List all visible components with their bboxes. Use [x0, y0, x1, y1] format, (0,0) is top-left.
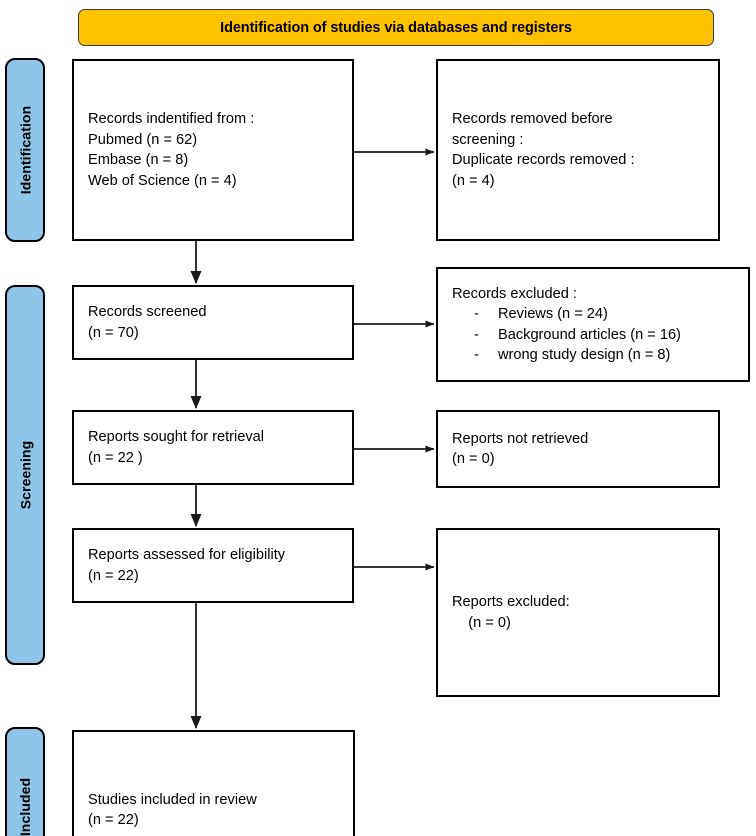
box-line: Reports excluded: — [452, 594, 570, 610]
exclusion-item-label: Background articles (n = 16) — [498, 326, 681, 343]
dash-bullet: - — [474, 347, 479, 363]
box-line: (n = 0) — [452, 451, 495, 467]
stage-label-screening: Screening — [17, 440, 33, 510]
box-line: Embase (n = 8) — [88, 152, 189, 168]
box-records-screened: Records screened (n = 70) — [72, 285, 354, 360]
banner-identification-header: Identification of studies via databases … — [78, 9, 714, 46]
stage-bar-included: Included — [5, 727, 45, 836]
box-reports-sought-for-retrieval: Reports sought for retrieval (n = 22 ) — [72, 410, 354, 485]
banner-title: Identification of studies via databases … — [220, 19, 572, 36]
box-records-excluded: Records excluded : - Reviews (n = 24) - … — [436, 267, 750, 382]
box-line: Pubmed (n = 62) — [88, 131, 198, 148]
box-line: Duplicate records removed : — [452, 152, 635, 168]
box-line: (n = 4) — [452, 172, 495, 189]
box-line: (n = 70) — [88, 324, 139, 341]
box-line: Records indentified from : — [88, 111, 255, 127]
box-line: Records removed before — [452, 111, 613, 127]
exclusion-item: - wrong study design (n = 8) — [452, 345, 734, 366]
box-line: Records screened — [88, 304, 207, 320]
box-line: (n = 22 ) — [88, 449, 143, 466]
box-records-removed-before-screening: Records removed before screening : Dupli… — [436, 59, 720, 241]
exclusion-item: - Reviews (n = 24) — [452, 304, 734, 325]
box-records-identified: Records indentified from : Pubmed (n = 6… — [72, 59, 354, 241]
exclusion-item: - Background articles (n = 16) — [452, 325, 734, 346]
stage-bar-identification: Identification — [5, 58, 45, 242]
box-line: (n = 22) — [88, 567, 139, 584]
box-studies-included-in-review: Studies included in review (n = 22) — [72, 730, 355, 836]
stage-label-included: Included — [17, 777, 34, 836]
dash-bullet: - — [474, 306, 479, 322]
stage-bar-screening: Screening — [5, 285, 45, 665]
box-line: Web of Science (n = 4) — [88, 172, 237, 189]
dash-bullet: - — [474, 326, 479, 343]
box-reports-not-retrieved: Reports not retrieved (n = 0) — [436, 410, 720, 488]
box-line-heading: Records excluded : — [452, 285, 577, 302]
exclusion-item-label: wrong study design (n = 8) — [498, 347, 671, 363]
box-line: Reports assessed for eligibility — [88, 547, 286, 563]
box-line: (n = 22) — [88, 812, 139, 828]
box-reports-excluded: Reports excluded: (n = 0) — [436, 528, 720, 697]
box-line: Reports sought for retrieval — [88, 429, 265, 445]
stage-label-identification: Identification — [17, 105, 34, 195]
exclusion-item-label: Reviews (n = 24) — [498, 306, 608, 322]
box-line: screening : — [452, 131, 524, 148]
box-line: Studies included in review — [88, 791, 257, 808]
box-line: (n = 0) — [452, 614, 511, 631]
box-line: Reports not retrieved — [452, 430, 589, 447]
box-reports-assessed-for-eligibility: Reports assessed for eligibility (n = 22… — [72, 528, 354, 603]
